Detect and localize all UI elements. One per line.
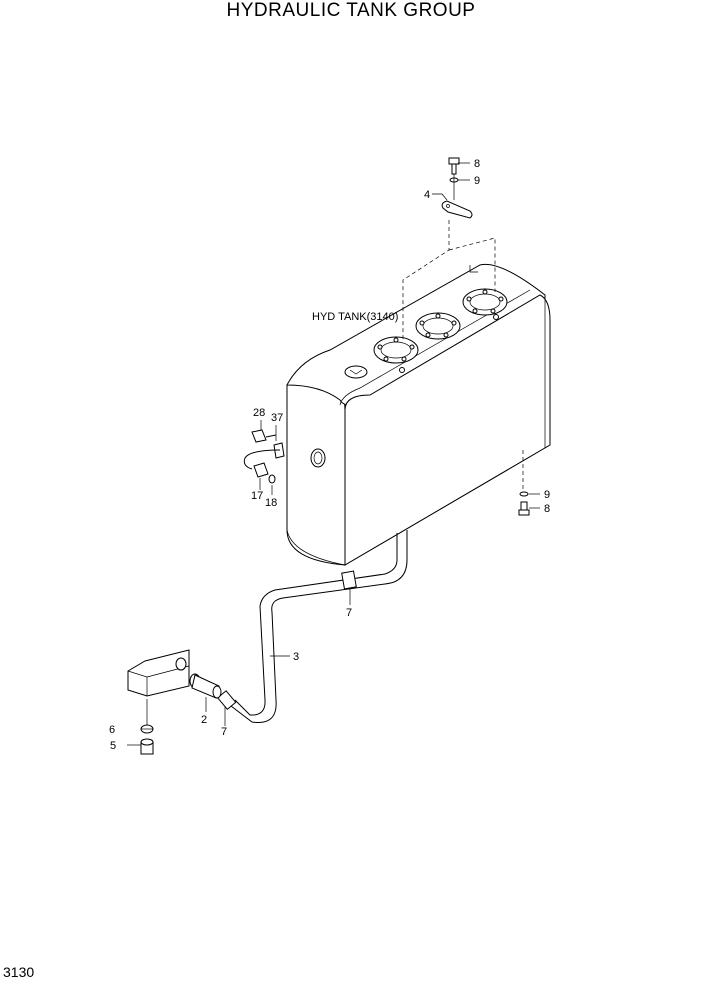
callout-3: 3 [293, 651, 299, 663]
callout-5: 5 [110, 740, 116, 752]
callout-4: 4 [424, 189, 430, 201]
callout-18: 18 [265, 497, 277, 509]
callout-17: 17 [251, 490, 263, 502]
callout-7-lower: 7 [221, 726, 227, 738]
callout-8-bottom: 8 [544, 503, 550, 515]
access-cover [415, 312, 461, 340]
suction-block [127, 649, 190, 697]
callout-6: 6 [109, 724, 115, 736]
bottom-washer [519, 491, 529, 497]
adapter-fitting [189, 673, 222, 699]
suction-pipe [216, 530, 408, 724]
callout-9-bottom: 9 [544, 489, 550, 501]
level-sensor [243, 429, 285, 484]
bottom-bolt [518, 501, 530, 516]
access-cover [373, 336, 419, 364]
page-title: HYDRAULIC TANK GROUP [226, 0, 476, 21]
tank-label: HYD TANK(3140) [312, 311, 398, 323]
access-cover [462, 288, 508, 316]
page-number: 3130 [3, 964, 35, 980]
top-bolt [448, 157, 460, 175]
hydraulic-tank [286, 263, 551, 566]
plug [140, 738, 154, 755]
callout-8-top: 8 [474, 158, 480, 170]
callout-9-top: 9 [474, 175, 480, 187]
callout-2: 2 [201, 714, 207, 726]
callout-7-upper: 7 [346, 607, 352, 619]
callout-28: 28 [253, 407, 265, 419]
callout-37: 37 [271, 412, 283, 424]
bracket-plate [441, 200, 473, 219]
